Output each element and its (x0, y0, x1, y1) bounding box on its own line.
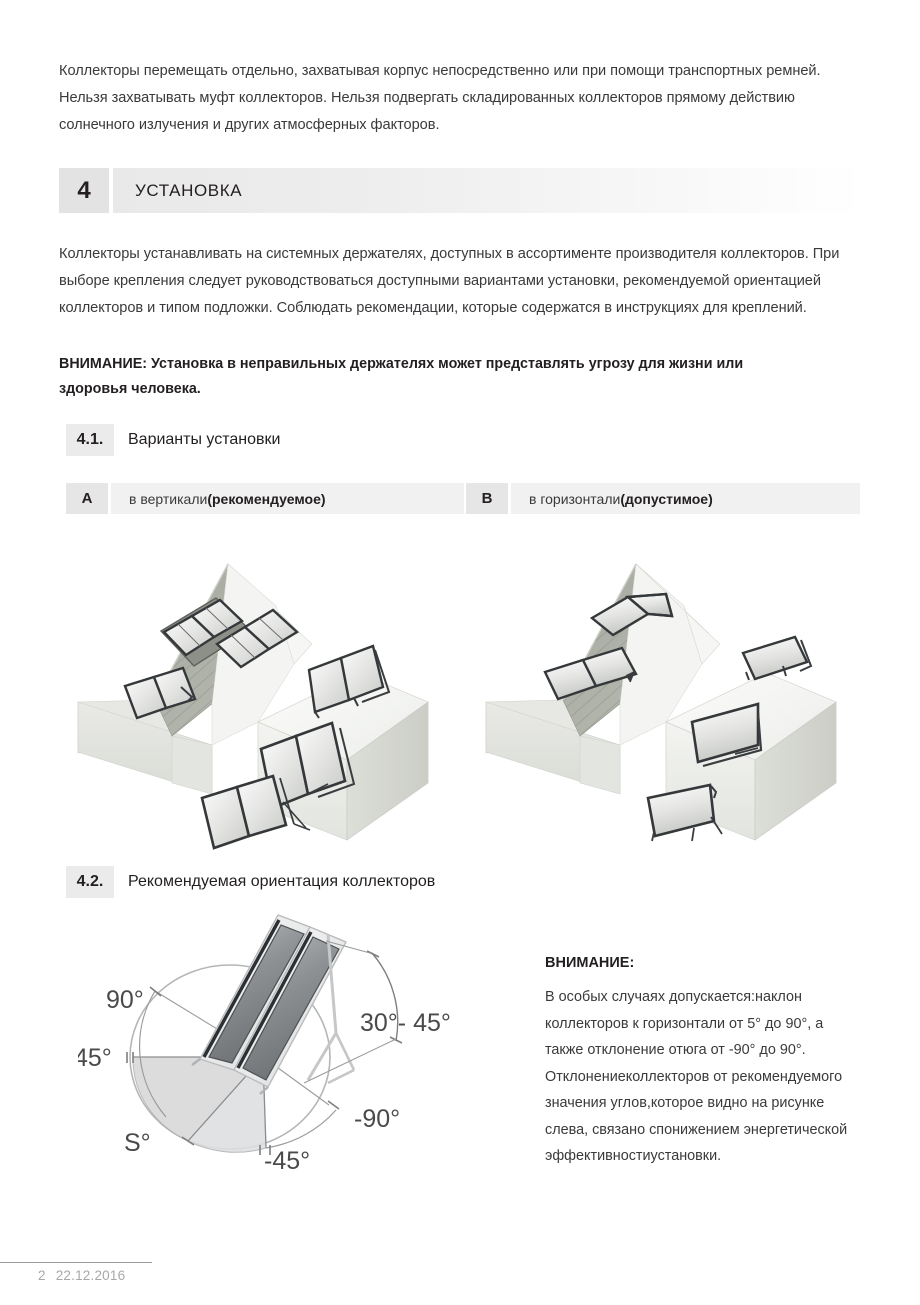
angle-tick-marks (126, 986, 340, 1155)
footer-divider (0, 1262, 152, 1263)
option-a-text-plain: в вертикали (129, 490, 208, 507)
section-header: 4 УСТАНОВКА (59, 168, 864, 213)
option-b-text-bold: (допустимое) (620, 490, 713, 507)
panel-1-edge (202, 919, 281, 1058)
mount-strut-main (306, 934, 338, 1081)
section-title: УСТАНОВКА (113, 168, 864, 213)
mount-strut-diagonal (334, 1032, 356, 1071)
option-a-text: в вертикали (рекомендуемое) (111, 483, 464, 514)
attention-note-body: В особых случаях допускается:наклон колл… (545, 989, 848, 1164)
sector-shade-left (132, 1056, 265, 1142)
section-body-paragraph: Коллекторы устанавливать на системных де… (59, 246, 840, 316)
subsection-header-42: 4.2. Рекомендуемая ориентация коллекторо… (66, 866, 536, 898)
collector-group-a-roof3 (123, 666, 197, 720)
subsection-41-number: 4.1. (66, 424, 114, 456)
collector-group-b-wall (690, 702, 763, 768)
collector-group-b-roof2 (543, 646, 638, 701)
house-a-wall-end (171, 735, 213, 795)
label-south: S° (124, 1129, 151, 1157)
label-tilt-range: 30°- 45° (360, 1009, 451, 1037)
label-minus-90: -90° (354, 1105, 400, 1133)
solar-collector-pair (191, 914, 356, 1095)
option-b-text-plain: в горизонтали (529, 490, 621, 507)
mount-foot-right (259, 1086, 269, 1095)
house-b-roof-right-edge (635, 563, 721, 665)
option-a-text-bold: (рекомендуемое) (207, 490, 326, 507)
illustration-horizontal-install (485, 563, 837, 842)
footer-date: 22.12.2016 (55, 1268, 126, 1283)
arc-upper-left (138, 990, 167, 1118)
collector-group-a-roof2 (215, 608, 299, 669)
mount-foot-left (191, 1058, 201, 1066)
collector-group-b-roof1 (589, 592, 674, 637)
install-option-a: A в вертикали (рекомендуемое) (66, 483, 464, 514)
footer: 2 22.12.2016 (38, 1268, 135, 1283)
attention-note-title: ВНИМАНИЕ: (545, 955, 635, 971)
attention-note: ВНИМАНИЕ: В особых случаях допускается:н… (545, 955, 857, 1170)
tilt-range-topline (325, 940, 371, 954)
option-b-text: в горизонтали (допустимое) (511, 483, 860, 514)
subsection-header-41: 4.1. Варианты установки (66, 424, 486, 456)
orientation-angle-diagram: 30°- 45° 90° 45° S° -45° -90° (78, 914, 451, 1175)
footer-page-number: 2 (38, 1268, 46, 1283)
install-option-b: B в горизонтали (допустимое) (466, 483, 860, 514)
illustration-vertical-install (77, 563, 429, 850)
intro-paragraph: Коллекторы перемещать отдельно, захватыв… (59, 63, 821, 133)
panel-1-absorber (208, 924, 305, 1064)
arc-lower-right (265, 1109, 337, 1149)
tilt-range-baseline (303, 1038, 397, 1084)
label-90: 90° (106, 986, 144, 1014)
panel-2-absorber (242, 936, 340, 1081)
label-45: 45° (78, 1044, 112, 1072)
panel-2-edge (236, 931, 313, 1069)
tilt-range-tick-bottom (389, 1036, 403, 1044)
tilt-range-tick-top (366, 950, 380, 958)
collector-group-a-cubetop (307, 644, 391, 719)
tilt-range-arc (371, 952, 399, 1042)
subsection-42-title: Рекомендуемая ориентация коллекторов (128, 873, 436, 890)
collector-group-b-cubetop (741, 635, 813, 681)
section-number: 4 (59, 168, 109, 213)
option-a-letter: A (66, 483, 108, 514)
option-b-letter: B (466, 483, 508, 514)
house-b-wall-end (579, 735, 621, 795)
collector-group-a-ground (200, 774, 311, 850)
collector-group-b-ground (646, 783, 723, 842)
section-warning-paragraph: ВНИМАНИЕ: Установка в неправильных держа… (59, 356, 744, 397)
mount-strut-base (327, 1068, 355, 1085)
collector-group-a-roof1 (162, 598, 244, 657)
subsection-41-title: Варианты установки (128, 431, 281, 448)
subsection-42-number: 4.2. (66, 866, 114, 898)
label-minus-45: -45° (264, 1147, 310, 1175)
